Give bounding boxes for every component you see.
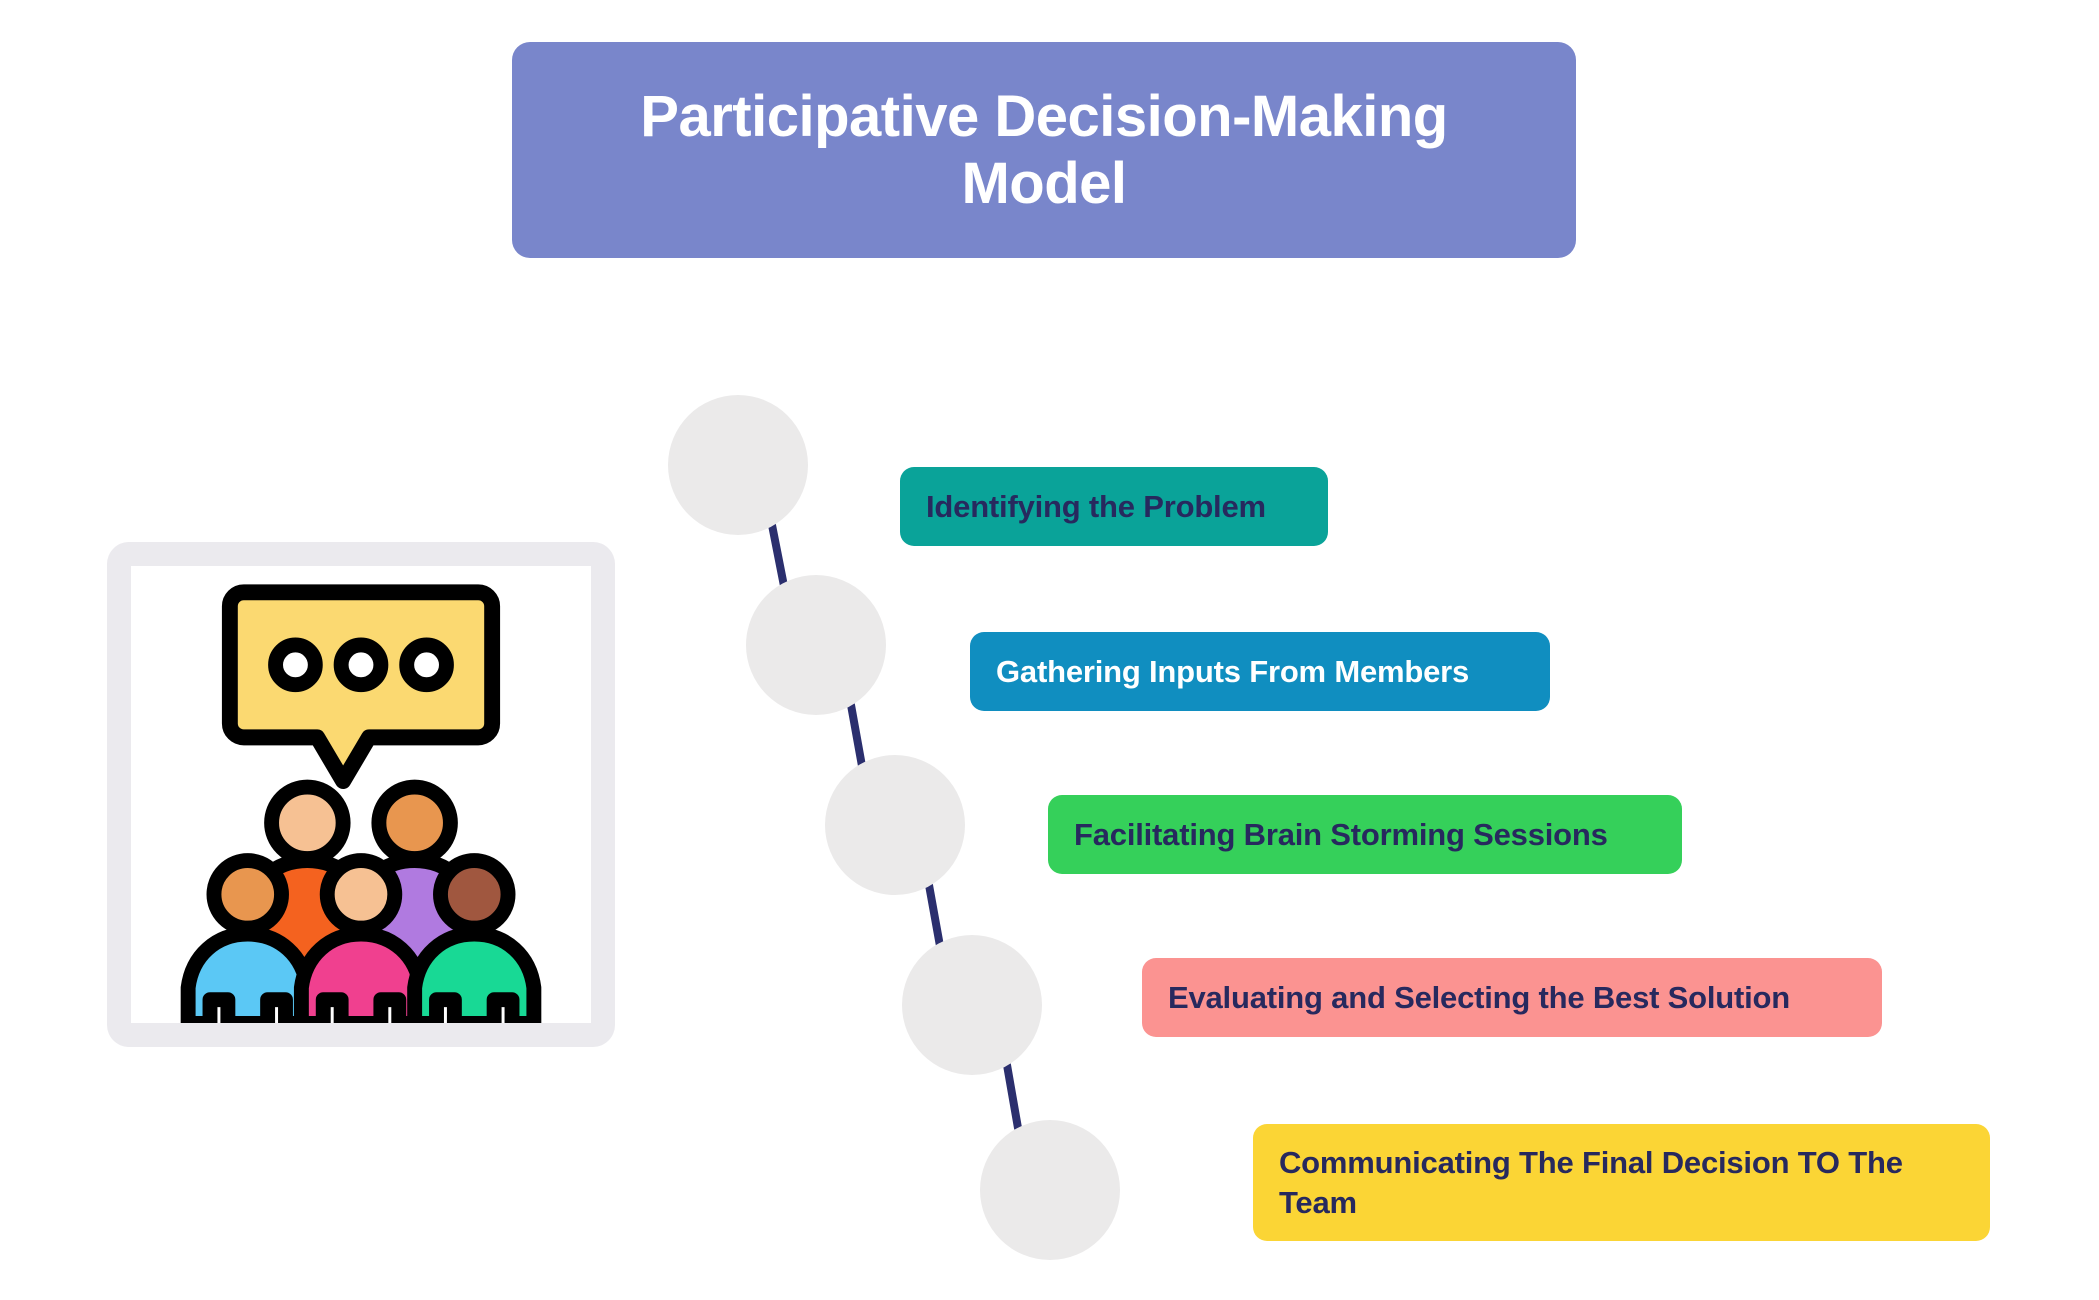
step-marker-5[interactable] (980, 1120, 1120, 1260)
step-marker-4[interactable] (902, 935, 1042, 1075)
page-title-line-2: Model (961, 151, 1127, 216)
step-box-5[interactable]: Communicating The Final Decision TO The … (1253, 1124, 1990, 1241)
step-label-5: Communicating The Final Decision TO The … (1279, 1144, 1903, 1220)
illustration-canvas (131, 566, 591, 1023)
step-label-1: Identifying the Problem (926, 488, 1266, 524)
group-discussion-icon (180, 583, 542, 1023)
page-title: Participative Decision-Making Model (640, 83, 1448, 218)
step-box-1[interactable]: Identifying the Problem (900, 467, 1328, 546)
step-marker-1[interactable] (668, 395, 808, 535)
step-box-2[interactable]: Gathering Inputs From Members (970, 632, 1550, 711)
step-marker-2[interactable] (746, 575, 886, 715)
illustration-frame (107, 542, 615, 1047)
step-box-4[interactable]: Evaluating and Selecting the Best Soluti… (1142, 958, 1882, 1037)
timeline-connector-1 (768, 521, 788, 590)
page-title-line-1: Participative Decision-Making (640, 83, 1448, 149)
timeline-connector-2 (847, 701, 866, 770)
timeline-connector-4 (1003, 1061, 1022, 1132)
step-marker-3[interactable] (825, 755, 965, 895)
timeline-connector-3 (925, 881, 944, 950)
step-label-2: Gathering Inputs From Members (996, 653, 1470, 689)
page-title-card: Participative Decision-Making Model (512, 42, 1576, 258)
step-label-4: Evaluating and Selecting the Best Soluti… (1168, 979, 1791, 1015)
step-label-3: Facilitating Brain Storming Sessions (1074, 816, 1608, 852)
step-box-3[interactable]: Facilitating Brain Storming Sessions (1048, 795, 1682, 874)
